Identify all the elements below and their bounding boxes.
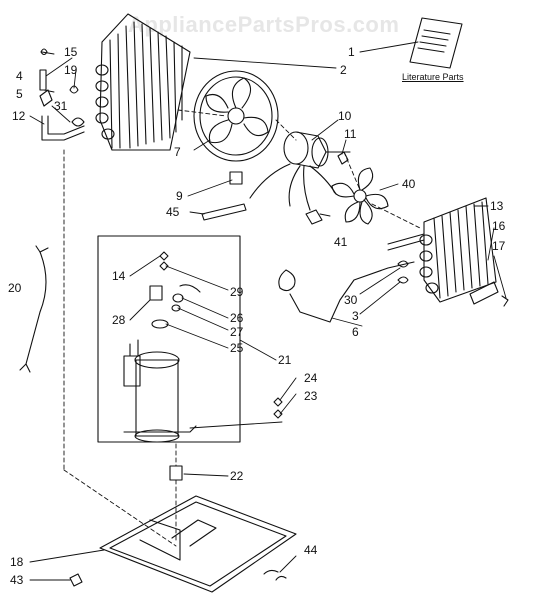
evaporator-coil-icon (387, 197, 497, 303)
nut-icon (273, 397, 283, 407)
watermark: AppliancePartsPros.com (128, 12, 400, 37)
clip-icon (263, 569, 287, 581)
callout-27: 27 (230, 325, 244, 339)
discharge-tube-icon (41, 115, 85, 141)
callout-31: 31 (54, 99, 68, 113)
screw-icon (501, 295, 509, 307)
callout-10: 10 (338, 109, 352, 123)
callout-12: 12 (12, 109, 26, 123)
washer-icon (159, 261, 169, 271)
callout-24: 24 (304, 371, 318, 385)
condenser-coil-icon (95, 13, 191, 151)
callout-2: 2 (340, 63, 347, 77)
motor-mount-icon (337, 151, 349, 165)
callout-15: 15 (64, 45, 78, 59)
callout-30: 30 (344, 293, 358, 307)
connector-icon (305, 209, 323, 225)
spacer-icon (171, 304, 181, 312)
base-pan-icon (99, 495, 297, 593)
callout-11: 11 (344, 127, 357, 141)
literature-label: Literature Parts (402, 72, 464, 82)
literature-booklet-icon (409, 17, 463, 69)
callout-13: 13 (490, 199, 504, 213)
callout-16: 16 (492, 219, 506, 233)
callout-44: 44 (304, 543, 318, 557)
compressor-assembly-frame (97, 235, 241, 443)
callout-23: 23 (304, 389, 318, 403)
screw-icon (69, 573, 83, 587)
grommet-icon (397, 260, 409, 268)
blower-wheel-icon (331, 167, 389, 225)
washer-icon (273, 409, 283, 419)
callout-4: 4 (16, 69, 23, 83)
callout-40: 40 (402, 177, 416, 191)
grommet-icon (397, 276, 409, 284)
terminal-cover-icon (149, 285, 163, 301)
callout-25: 25 (230, 341, 244, 355)
condenser-fan-icon (193, 70, 279, 162)
bracket-icon (469, 281, 499, 305)
grommet-mount-icon (169, 465, 183, 481)
callout-7: 7 (174, 145, 181, 159)
callout-9: 9 (176, 189, 183, 203)
fan-motor-icon (249, 131, 351, 211)
mount-washer-icon (151, 319, 169, 329)
callout-1: 1 (348, 45, 355, 59)
callout-20: 20 (8, 281, 22, 295)
compressor-icon (123, 339, 197, 443)
callout-14: 14 (112, 269, 126, 283)
callout-26: 26 (230, 311, 244, 325)
callout-17: 17 (492, 239, 506, 253)
callout-22: 22 (230, 469, 244, 483)
fitting-parts-icon (39, 48, 85, 127)
thermistor-icon (201, 203, 247, 221)
callout-5: 5 (16, 87, 23, 101)
callout-18: 18 (10, 555, 24, 569)
callout-29: 29 (230, 285, 244, 299)
wire-harness-icon (19, 245, 49, 373)
overload-wire-icon (179, 284, 201, 293)
callout-6: 6 (352, 325, 359, 339)
callout-21: 21 (278, 353, 292, 367)
callout-3: 3 (352, 309, 359, 323)
callout-45: 45 (166, 205, 180, 219)
callout-41: 41 (334, 235, 348, 249)
callout-19: 19 (64, 63, 78, 77)
grommet-icon (172, 293, 184, 303)
clip-icon (229, 171, 243, 185)
nut-icon (159, 251, 169, 261)
callout-28: 28 (112, 313, 126, 327)
capillary-tube-icon (278, 261, 415, 323)
callout-43: 43 (10, 573, 24, 587)
